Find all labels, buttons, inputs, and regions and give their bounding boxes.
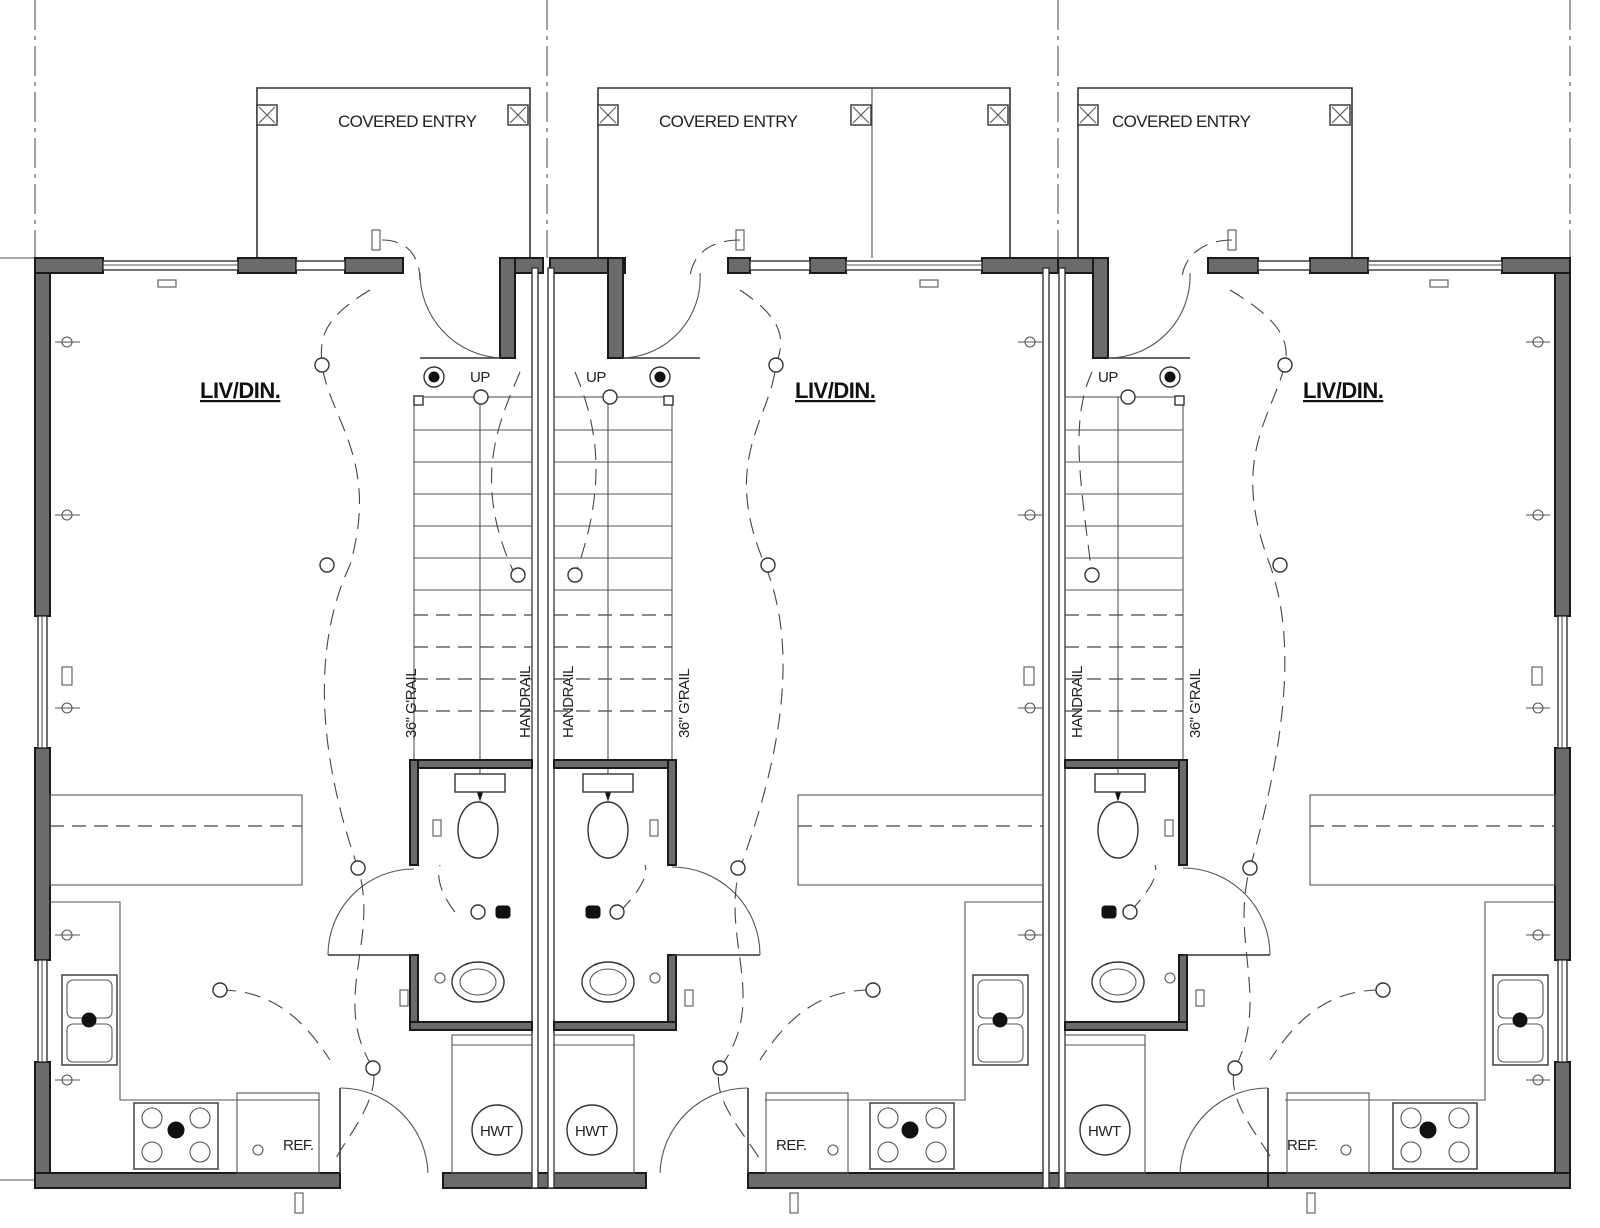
room-label: LIV/DIN. bbox=[1303, 378, 1383, 403]
canopy-unit-3: COVERED ENTRY bbox=[1077, 87, 1353, 258]
canopy-unit-1: COVERED ENTRY bbox=[256, 87, 531, 258]
hwt-label: HWT bbox=[1088, 1123, 1121, 1140]
ref-label: REF. bbox=[1287, 1137, 1318, 1154]
ref-label: REF. bbox=[776, 1137, 807, 1154]
stair-up-label: UP bbox=[470, 369, 490, 386]
hwt-label: HWT bbox=[480, 1123, 513, 1140]
room-label: LIV/DIN. bbox=[200, 378, 280, 403]
handrail-label: HANDRAIL bbox=[517, 666, 534, 738]
covered-entry-label: COVERED ENTRY bbox=[338, 112, 477, 131]
kitchen-unit-1 bbox=[49, 794, 320, 1174]
stair-up-label: UP bbox=[586, 369, 606, 386]
powder-doors bbox=[327, 866, 1271, 956]
room-label: LIV/DIN. bbox=[795, 378, 875, 403]
kitchen-unit-3 bbox=[1285, 794, 1556, 1174]
powder-room-walls bbox=[409, 759, 1188, 1031]
stairs bbox=[413, 395, 1185, 802]
kitchen-unit-2 bbox=[765, 794, 1044, 1174]
handrail-label: HANDRAIL bbox=[1069, 666, 1086, 738]
windows bbox=[37, 260, 1568, 1063]
stair-up-label: UP bbox=[1098, 369, 1118, 386]
exterior-walls bbox=[34, 257, 1571, 1189]
entry-doors bbox=[419, 272, 1191, 359]
handrail-label: HANDRAIL bbox=[560, 666, 577, 738]
hwt-closets bbox=[451, 1034, 1146, 1174]
covered-entry-label: COVERED ENTRY bbox=[659, 112, 798, 131]
guardrail-label: 36" G'RAIL bbox=[403, 669, 420, 738]
guardrail-label: 36" G'RAIL bbox=[1187, 669, 1204, 738]
property-lines bbox=[0, 0, 1571, 1181]
guardrail-label: 36" G'RAIL bbox=[676, 669, 693, 738]
canopy-unit-2: COVERED ENTRY bbox=[597, 87, 1011, 258]
plumbing-fixtures bbox=[451, 773, 1146, 1003]
hwt-label: HWT bbox=[575, 1123, 608, 1140]
covered-entry-label: COVERED ENTRY bbox=[1112, 112, 1251, 131]
receptacles bbox=[55, 229, 1550, 1214]
rear-doors bbox=[339, 1087, 1269, 1174]
light-fixtures bbox=[81, 357, 1528, 1139]
ref-label: REF. bbox=[283, 1137, 314, 1154]
